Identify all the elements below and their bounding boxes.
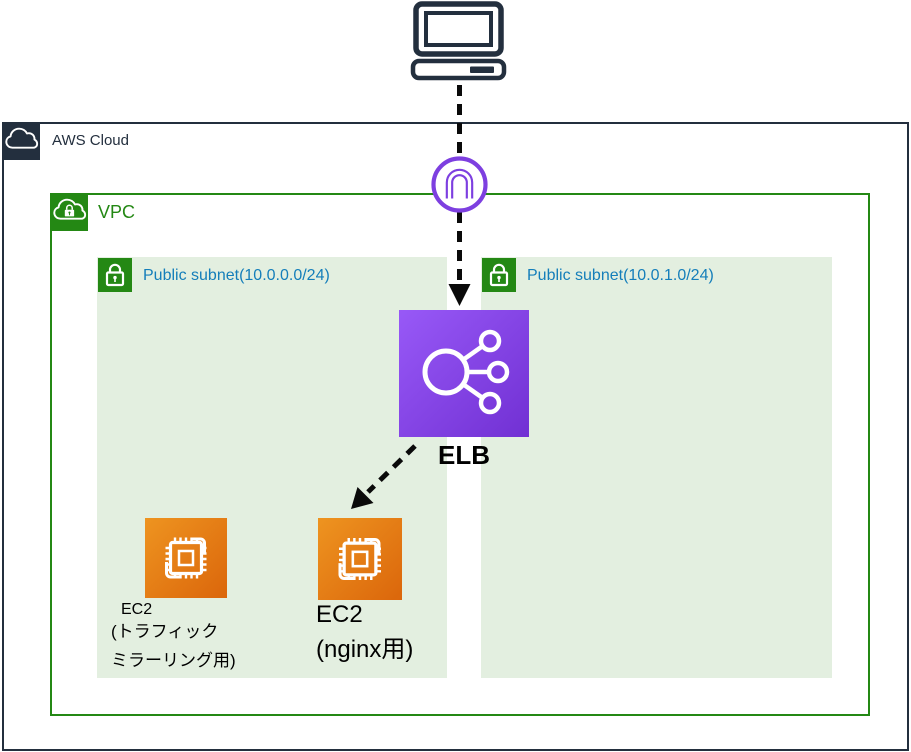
public-subnet-left-label: Public subnet(10.0.0.0/24) [143, 267, 330, 284]
ec2-nginx-label-line2: (nginx用) [316, 636, 414, 663]
internet-gateway-icon [429, 154, 490, 215]
client-computer-icon [408, 0, 509, 81]
ec2-mirror-label: EC2 (トラフィック ミラーリング用) [111, 599, 236, 672]
elb-icon [399, 310, 529, 437]
ec2-nginx-label-line1: EC2 [316, 601, 363, 628]
aws-cloud-label: AWS Cloud [52, 132, 129, 149]
ec2-mirror-label-line1: EC2 [121, 601, 153, 618]
aws-cloud-container: AWS Cloud [2, 122, 909, 751]
ec2-mirror-icon [145, 518, 227, 598]
ec2-mirror-label-line3: ミラーリング用) [111, 651, 236, 670]
vpc-label: VPC [98, 202, 136, 222]
subnet-lock-icon [482, 258, 516, 292]
ec2-nginx-label: EC2 (nginx用) [316, 597, 413, 667]
ec2-nginx-icon [318, 518, 402, 600]
subnet-lock-icon [98, 258, 132, 292]
elb-label: ELB [438, 440, 490, 470]
vpc-icon [50, 193, 88, 231]
public-subnet-right: Public subnet(10.0.1.0/24) [481, 257, 832, 678]
ec2-mirror-label-line2: (トラフィック [111, 622, 219, 641]
public-subnet-right-label: Public subnet(10.0.1.0/24) [527, 267, 714, 284]
aws-cloud-icon [2, 122, 40, 160]
